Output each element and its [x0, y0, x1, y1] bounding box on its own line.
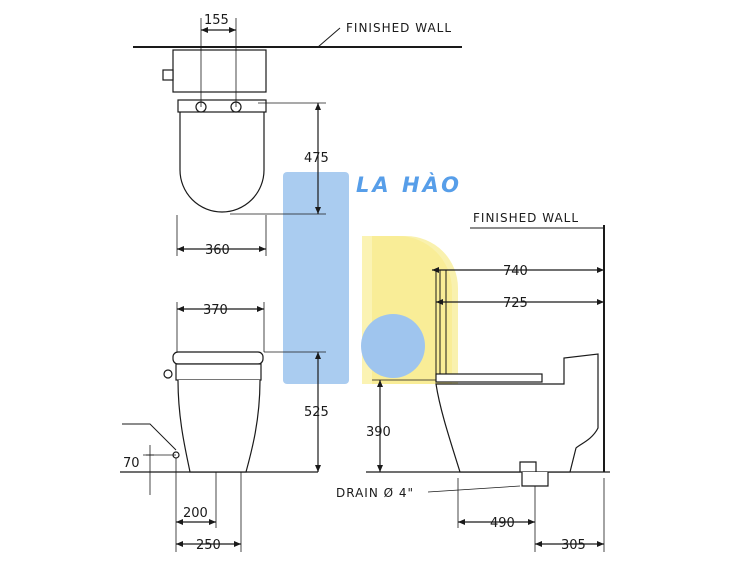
tank-top-view — [172, 49, 267, 93]
logo-blue-bar — [283, 172, 349, 384]
dim-70-label: 70 — [123, 456, 140, 471]
dim-155-label: 155 — [204, 13, 229, 28]
hinge-plate — [177, 99, 267, 113]
dim-200-label: 200 — [183, 506, 208, 521]
drain-outlet — [521, 472, 549, 487]
wall-leader-top — [317, 27, 341, 48]
lid-front-view — [172, 351, 264, 365]
supply-pipe — [122, 423, 177, 451]
logo-blue-circle — [361, 314, 425, 378]
dim-370-label: 370 — [203, 303, 228, 318]
dim-525-label: 525 — [304, 405, 329, 420]
drain-leader — [427, 485, 521, 493]
dim-740-label: 740 — [503, 264, 528, 279]
dim-490-label: 490 — [490, 516, 515, 531]
dim-305-label: 305 — [561, 538, 586, 553]
logo-text: LA HÀO — [356, 172, 462, 197]
dim-360-label: 360 — [205, 243, 230, 258]
lever-front — [163, 369, 173, 379]
finished-wall-label-right: FINISHED WALL — [473, 211, 579, 225]
dim-390-label: 390 — [366, 425, 391, 440]
dim-475-label: 475 — [304, 151, 329, 166]
dim-725-label: 725 — [503, 296, 528, 311]
flush-lever — [162, 69, 174, 81]
body-side-view — [435, 353, 599, 473]
drain-label: DRAIN Ø 4" — [336, 486, 414, 500]
seat-side-view — [435, 373, 543, 383]
dim-250-label: 250 — [196, 538, 221, 553]
finished-wall-label-top: FINISHED WALL — [346, 21, 452, 35]
lid-raised — [435, 270, 447, 380]
bowl-front-view — [177, 379, 261, 473]
seat-front-view — [175, 363, 262, 381]
lid-top-view — [179, 101, 265, 213]
